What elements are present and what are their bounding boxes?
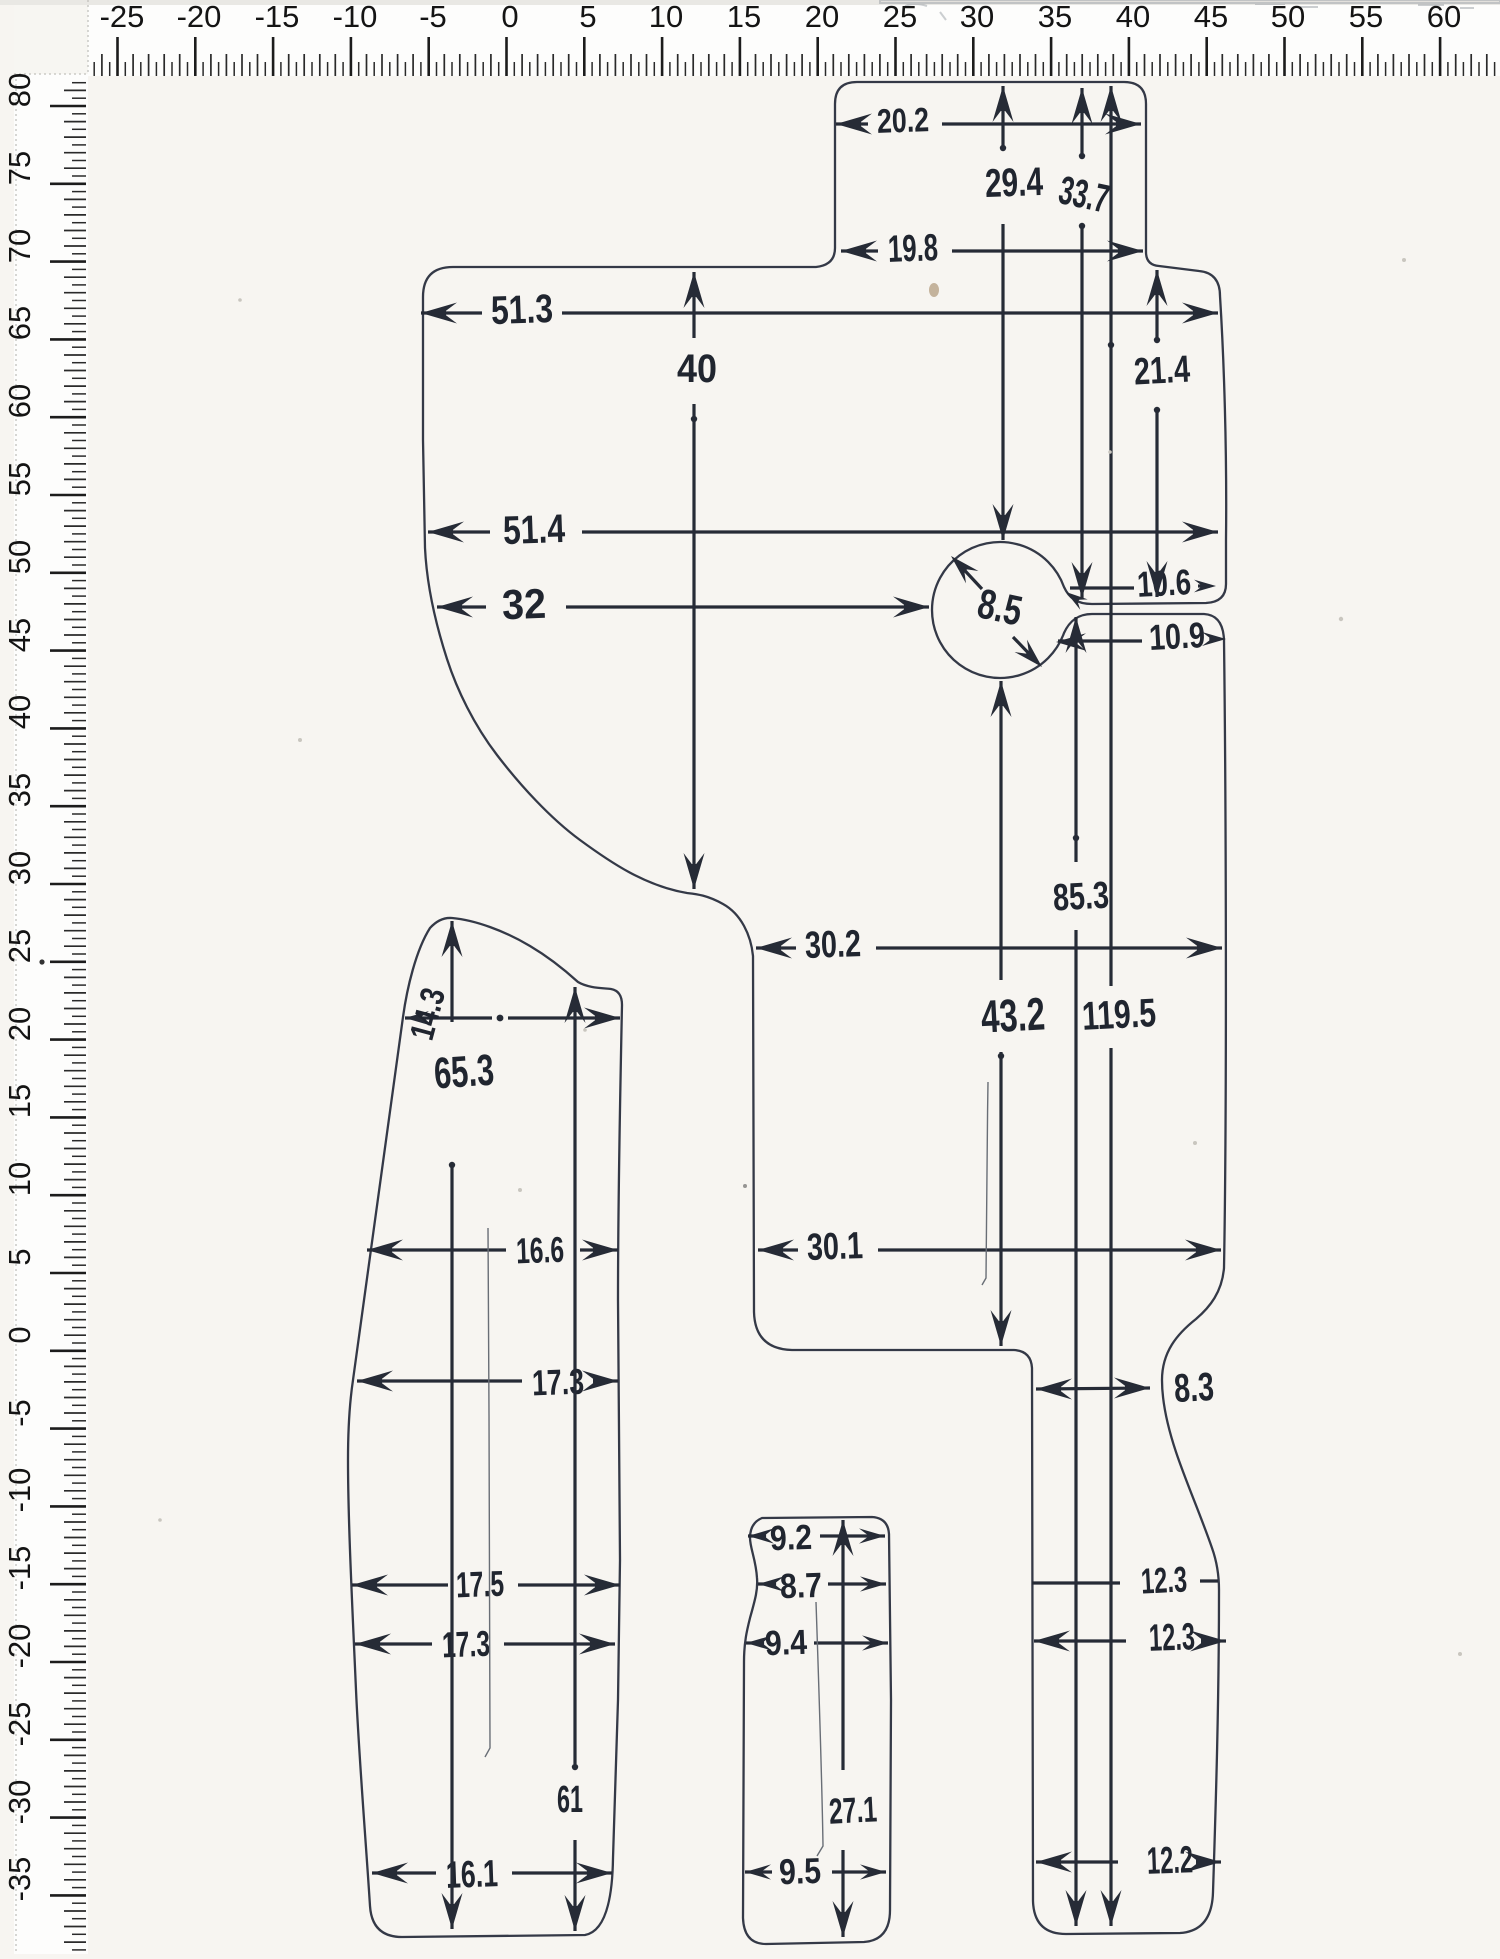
svg-text:45: 45: [2, 618, 37, 652]
svg-text:19.8: 19.8: [887, 227, 938, 271]
svg-text:17.5: 17.5: [455, 1563, 504, 1606]
svg-text:65: 65: [2, 306, 37, 340]
svg-text:0: 0: [2, 1326, 37, 1343]
svg-text:20: 20: [2, 1007, 37, 1041]
svg-text:12.3: 12.3: [1148, 1616, 1195, 1660]
svg-text:-30: -30: [2, 1780, 37, 1825]
svg-text:30: 30: [960, 0, 994, 34]
svg-text:-20: -20: [2, 1624, 37, 1669]
svg-text:16.6: 16.6: [515, 1229, 564, 1272]
svg-text:27.1: 27.1: [828, 1788, 878, 1831]
svg-text:40: 40: [2, 695, 37, 729]
svg-text:55: 55: [2, 462, 37, 496]
svg-text:65.3: 65.3: [432, 1045, 495, 1098]
svg-text:21.4: 21.4: [1133, 349, 1191, 394]
svg-text:30.2: 30.2: [804, 923, 861, 967]
svg-text:40: 40: [677, 347, 717, 391]
svg-text:55: 55: [1349, 0, 1383, 34]
svg-text:12.3: 12.3: [1140, 1558, 1188, 1601]
svg-text:119.5: 119.5: [1081, 991, 1157, 1039]
svg-text:8.3: 8.3: [1173, 1365, 1215, 1411]
svg-text:-5: -5: [2, 1399, 37, 1427]
svg-text:60: 60: [2, 384, 37, 418]
svg-text:50: 50: [2, 540, 37, 574]
svg-text:5: 5: [2, 1248, 37, 1265]
svg-text:10: 10: [2, 1162, 37, 1196]
svg-text:8.7: 8.7: [779, 1566, 822, 1606]
svg-text:32: 32: [501, 580, 547, 629]
svg-text:17.3: 17.3: [441, 1623, 490, 1666]
svg-text:9.2: 9.2: [769, 1518, 812, 1558]
svg-text:33.7: 33.7: [1055, 168, 1113, 221]
svg-text:-20: -20: [177, 0, 222, 34]
svg-text:-25: -25: [2, 1702, 37, 1747]
svg-text:20: 20: [805, 0, 839, 34]
svg-text:15: 15: [727, 0, 761, 34]
svg-text:9.4: 9.4: [764, 1623, 808, 1663]
svg-text:12.2: 12.2: [1146, 1839, 1193, 1883]
svg-text:51.3: 51.3: [490, 287, 553, 333]
svg-text:9.5: 9.5: [778, 1850, 821, 1892]
svg-text:25: 25: [2, 929, 37, 963]
svg-text:61: 61: [557, 1779, 583, 1821]
svg-text:70: 70: [2, 229, 37, 263]
svg-text:16.1: 16.1: [445, 1853, 498, 1897]
svg-text:50: 50: [1271, 0, 1305, 34]
svg-text:29.4: 29.4: [984, 160, 1044, 206]
svg-text:10: 10: [649, 0, 683, 34]
svg-text:30.1: 30.1: [806, 1225, 863, 1269]
svg-text:15: 15: [2, 1084, 37, 1118]
svg-text:8.5: 8.5: [974, 579, 1027, 634]
svg-text:20.2: 20.2: [876, 101, 929, 141]
svg-text:-10: -10: [333, 0, 378, 34]
svg-text:85.3: 85.3: [1052, 875, 1110, 920]
svg-text:40: 40: [1116, 0, 1150, 34]
svg-text:75: 75: [2, 151, 37, 185]
svg-text:51.4: 51.4: [502, 507, 566, 553]
svg-text:43.2: 43.2: [980, 987, 1047, 1042]
svg-text:30: 30: [2, 851, 37, 885]
svg-text:-10: -10: [2, 1468, 37, 1513]
svg-text:80: 80: [2, 73, 37, 107]
svg-text:0: 0: [501, 0, 518, 34]
svg-text:-35: -35: [2, 1857, 37, 1902]
svg-text:-15: -15: [255, 0, 300, 34]
svg-text:25: 25: [883, 0, 917, 34]
svg-text:10.9: 10.9: [1148, 614, 1206, 658]
svg-text:60: 60: [1427, 0, 1461, 34]
svg-text:-25: -25: [100, 0, 145, 34]
svg-text:-5: -5: [419, 0, 447, 34]
svg-text:35: 35: [1038, 0, 1072, 34]
svg-text:45: 45: [1194, 0, 1228, 34]
svg-text:5: 5: [579, 0, 596, 34]
svg-text:-15: -15: [2, 1546, 37, 1591]
svg-text:17.3: 17.3: [531, 1361, 584, 1404]
svg-text:35: 35: [2, 773, 37, 807]
